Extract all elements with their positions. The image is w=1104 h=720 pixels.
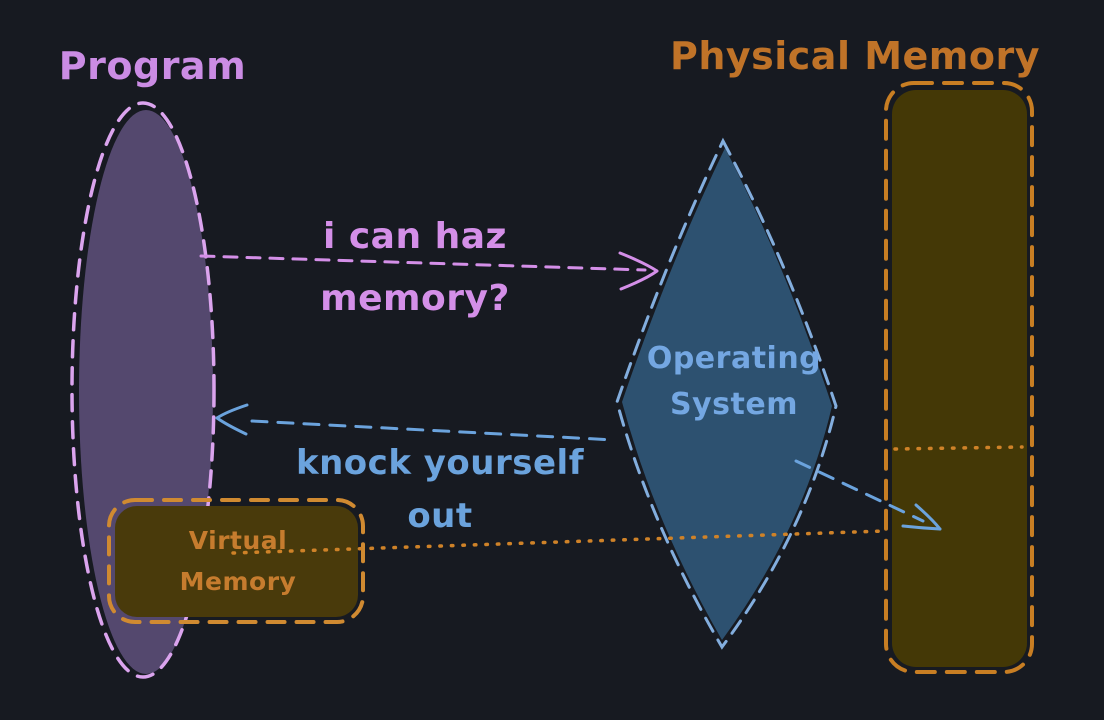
operating-system-label-line2: System — [670, 387, 798, 422]
virtual-memory-label: Virtual Memory — [140, 520, 336, 602]
response-arrow-label-line1: knock yourself — [295, 443, 584, 483]
operating-system-label-line1: Operating — [646, 341, 822, 376]
virtual-memory-label-line2: Memory — [179, 567, 297, 596]
virtual-memory-label-line1: Virtual — [188, 526, 288, 555]
request-arrow-label-line2: memory? — [320, 278, 510, 319]
operating-system-label: Operating System — [634, 336, 834, 428]
physical-memory-divider-dotted-line — [893, 445, 1024, 451]
physical-memory-rect-border — [884, 81, 1034, 674]
physical-memory-rect — [892, 90, 1027, 667]
os-to-physical-arrow-line — [794, 459, 925, 523]
operating-system-diamond — [622, 148, 832, 640]
response-arrow-label: knock yourself out — [280, 437, 600, 543]
response-arrowhead — [215, 403, 249, 436]
response-arrow-label-line2: out — [407, 496, 473, 536]
request-arrow-line — [199, 254, 647, 272]
virtual-memory-box — [115, 506, 358, 617]
vm-mapping-dotted-line — [231, 529, 886, 555]
physical-memory-title: Physical Memory — [669, 34, 1041, 78]
request-arrowhead — [618, 251, 659, 291]
os-to-physical-arrowhead — [901, 503, 942, 531]
program-ellipse-border — [70, 101, 216, 679]
response-arrow-line — [250, 419, 617, 442]
virtual-memory-box-border — [107, 498, 365, 624]
program-title: Program — [58, 44, 247, 88]
operating-system-diamond-border — [615, 137, 838, 650]
request-arrow-label-line1: i can haz — [322, 216, 508, 257]
request-arrow-label: i can haz memory? — [270, 206, 560, 330]
